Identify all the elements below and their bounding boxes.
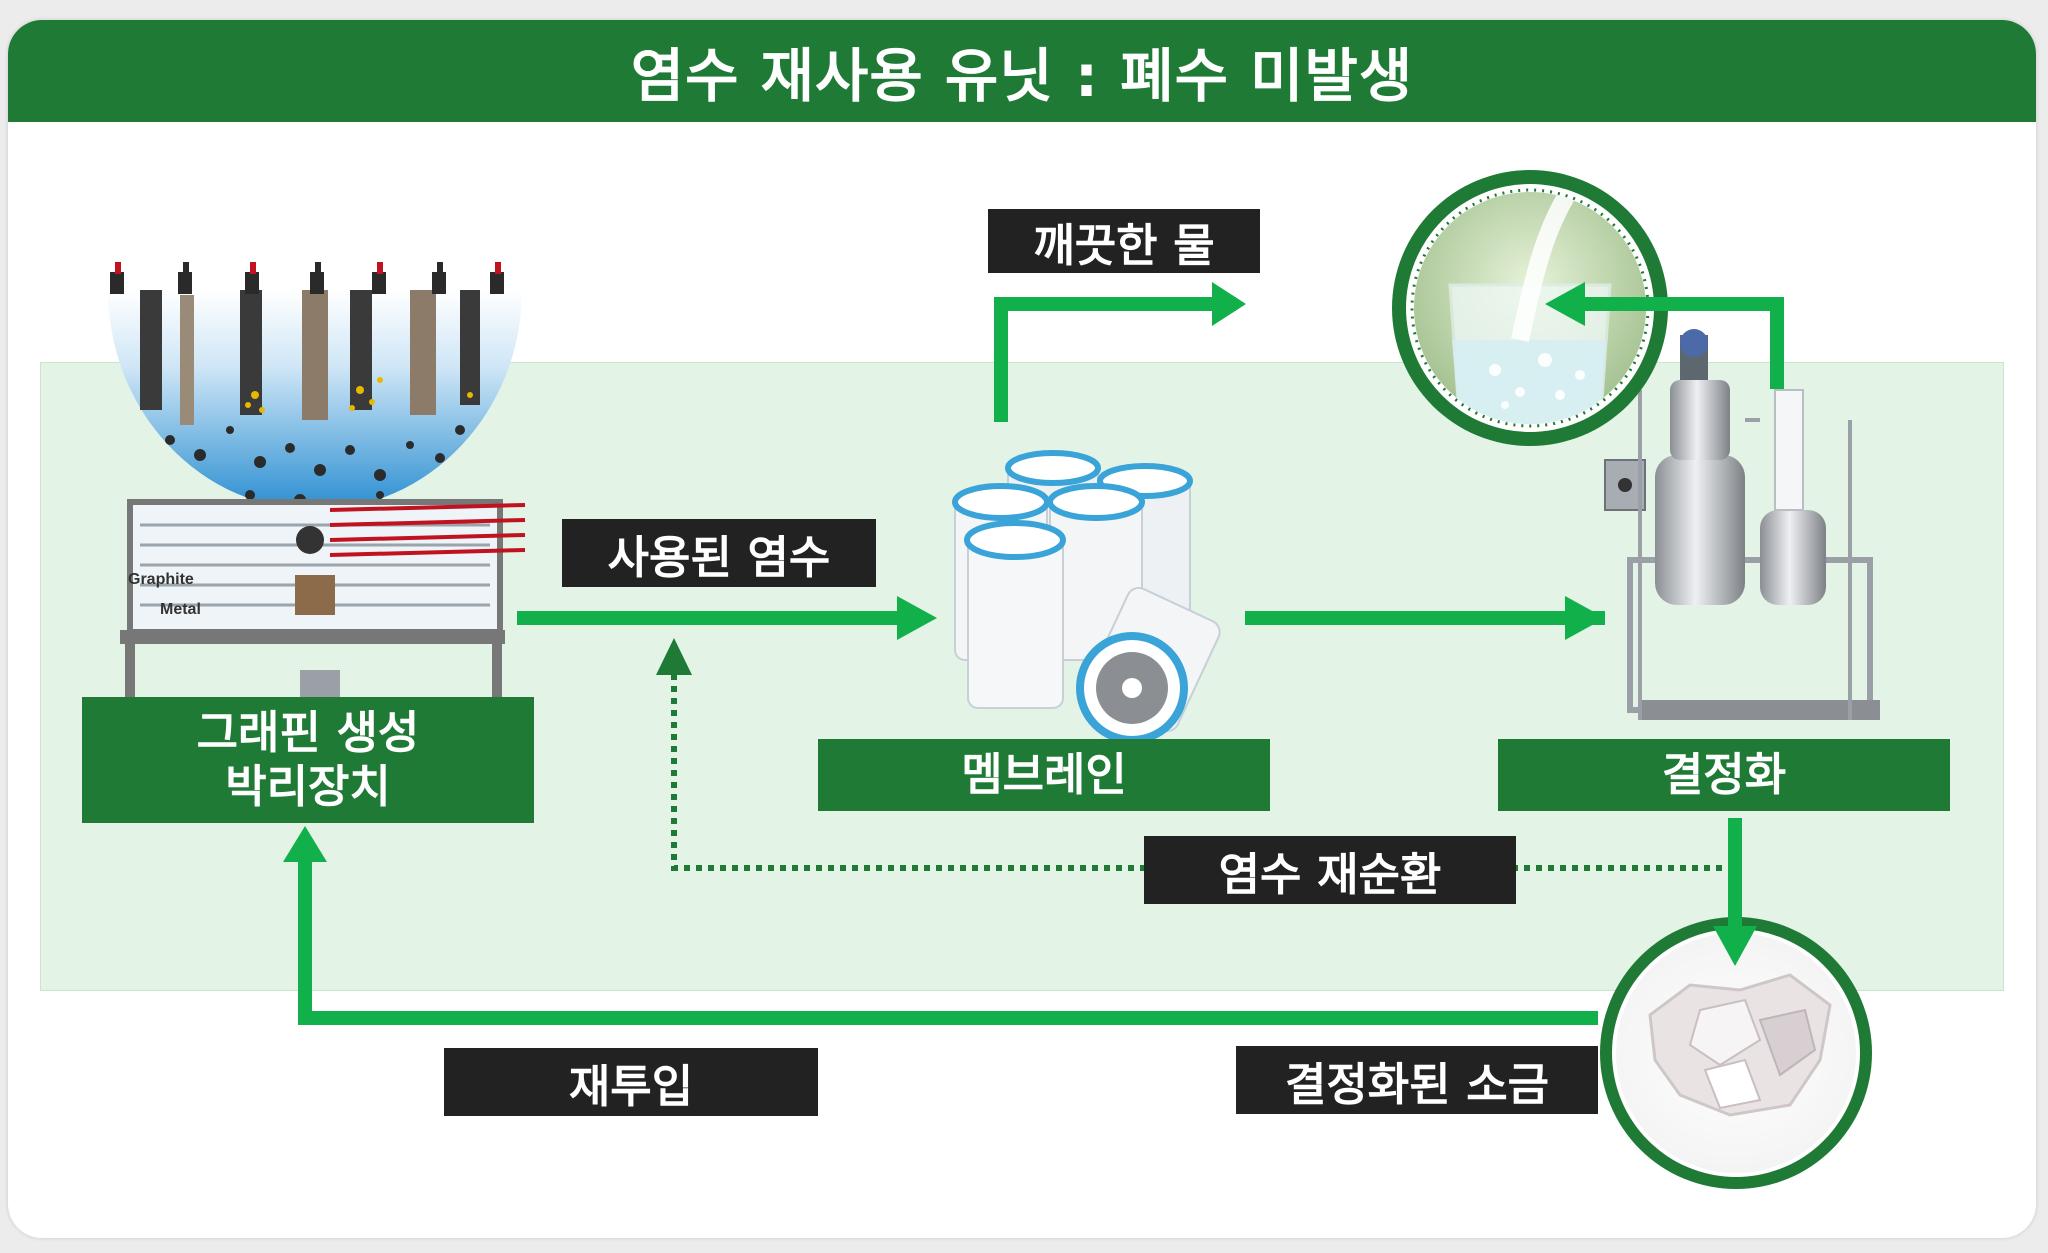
membrane-filter-illustration [952,450,1221,744]
membrane-node: 멤브레인 [818,739,1270,811]
crystallization-node: 결정화 [1498,739,1950,811]
graphene-device-illustration: Graphite Metal [108,262,526,700]
crystallized-salt-label: 결정화된 소금 [1236,1046,1598,1114]
flow-arrows [283,282,1784,1025]
clean-water-image [1392,170,1668,446]
metal-tag: Metal [160,601,201,618]
used-brine-label: 사용된 염수 [562,519,876,587]
clean-water-label: 깨끗한 물 [988,209,1260,273]
crystallized-salt-image [1600,917,1872,1189]
title-banner: 염수 재사용 유닛 : 폐수 미발생 [8,20,2036,122]
crystallizer-illustration [1604,329,1880,720]
brine-recirculation-label: 염수 재순환 [1144,836,1516,904]
graphite-tag: Graphite [128,571,194,588]
diagram-title: 염수 재사용 유닛 : 폐수 미발생 [630,42,1414,110]
reinput-label: 재투입 [444,1048,818,1116]
graphene-device-node: 그래핀 생성 박리장치 [82,697,534,823]
